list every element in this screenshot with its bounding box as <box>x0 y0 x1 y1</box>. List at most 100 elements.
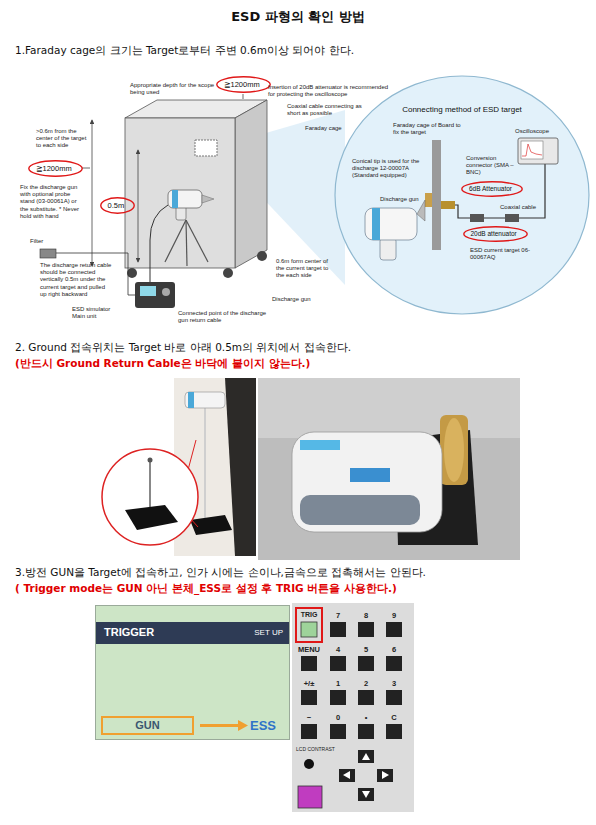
gun-badge <box>350 468 390 482</box>
waveform <box>522 144 542 156</box>
key <box>386 622 402 637</box>
trig-button-box: TRIG <box>295 607 323 643</box>
key-label: C <box>382 713 406 722</box>
target-disk <box>425 193 432 207</box>
key-label: 3 <box>382 679 406 688</box>
zoom-circle <box>102 449 198 545</box>
callout-label: Filter <box>30 238 43 245</box>
key <box>358 622 374 637</box>
stand-base <box>190 515 232 535</box>
arrow-key <box>358 750 374 763</box>
key-label: 7 <box>326 611 350 620</box>
red-ellipse <box>216 76 269 91</box>
gun-handle <box>380 238 396 260</box>
cage-side <box>235 100 267 268</box>
attenuator <box>470 214 484 222</box>
wheel <box>223 268 233 278</box>
arrow-glyph <box>382 771 389 779</box>
red-ellipse-callout: 0.5m <box>100 197 135 214</box>
option-text: ESS <box>250 718 276 734</box>
arrow-key <box>339 769 355 782</box>
scope-screen <box>521 141 543 159</box>
key <box>358 724 374 739</box>
gun-band <box>172 190 178 208</box>
key <box>330 690 346 705</box>
callout-text: ≧1200mm <box>216 76 271 93</box>
callout-label: Oscilloscope <box>515 128 549 135</box>
conversion-connector <box>441 201 455 209</box>
gun-option-box: GUN <box>101 716 194 735</box>
tripod-leg <box>165 220 186 262</box>
red-ellipse <box>462 182 522 196</box>
callout-text: ≧1200mm <box>28 160 83 177</box>
arrow-glyph <box>343 771 350 779</box>
brass-face <box>444 418 464 482</box>
gun-tip <box>202 195 214 203</box>
key <box>301 724 317 739</box>
instruction-text: (반드시 Ground Return Cable은 바닥에 붙이지 않는다.) <box>15 357 310 370</box>
ground-post <box>149 460 151 512</box>
inset-ellipse <box>335 76 589 314</box>
key-label: +/± <box>297 679 321 688</box>
callout-label: Discharge gun <box>380 196 419 203</box>
instruction-text: ( Trigger mode는 GUN 아닌 본체_ESS로 설정 후 TRIG… <box>15 582 397 595</box>
key <box>301 656 317 671</box>
orange-arrow-shaft <box>200 724 239 727</box>
key-label: 4 <box>326 645 350 654</box>
key-label: 9 <box>382 611 406 620</box>
dimension-line <box>138 150 139 262</box>
dimension-line <box>92 120 93 266</box>
key <box>330 724 346 739</box>
red-ellipse-callout: 6dB Attenuator <box>461 181 523 197</box>
callout-text: 6dB Attenuator <box>461 181 523 197</box>
callout-label: Conical tip is used for the discharge 12… <box>352 158 430 180</box>
red-ellipse-callout: 20dB attenuator <box>463 226 528 242</box>
inset-ground <box>335 76 589 314</box>
magenta-key <box>298 786 322 808</box>
key <box>301 690 317 705</box>
key <box>330 656 346 671</box>
key <box>358 656 374 671</box>
red-ellipse-callout: ≧1200mm <box>216 76 271 93</box>
callout-label: ESD current target 06-00067AQ <box>470 247 532 261</box>
filter-box <box>40 249 56 258</box>
esd-simulator <box>135 282 175 308</box>
option-text: GUN <box>103 718 192 733</box>
gun-band <box>372 208 380 240</box>
key <box>386 656 402 671</box>
callout-label: Discharge gun <box>272 296 311 303</box>
callout-label: ESD simulator Main unit <box>72 306 122 320</box>
photo-plate <box>258 378 520 560</box>
arrow-key <box>377 769 393 782</box>
gun-photo <box>185 392 225 408</box>
key-label: − <box>297 713 321 722</box>
tripod-leg <box>186 220 208 262</box>
gun-grip <box>300 495 420 525</box>
callout-label: Appropriate depth for the scope being us… <box>130 82 218 96</box>
key-label: TRIG <box>297 609 321 619</box>
callout-label: Coaxial cable connecting as short as pos… <box>287 103 369 117</box>
keypad-panel <box>292 603 414 812</box>
photo-shine <box>258 378 520 438</box>
instruction-text: 2. Ground 접속위치는 Target 바로 아래 0.5m의 위치에서 … <box>15 341 351 354</box>
red-ellipse <box>463 227 526 241</box>
simulator-knob <box>162 288 170 296</box>
brass-target <box>440 415 468 485</box>
key-label: 8 <box>354 611 378 620</box>
arrow-key <box>358 788 374 801</box>
gun-photo <box>292 432 442 532</box>
key-label: 6 <box>382 645 406 654</box>
callout-label: 0.6m form center of the current target t… <box>276 258 338 280</box>
key-label: • <box>354 713 378 722</box>
oscilloscope <box>518 138 558 164</box>
key-label: MENU <box>297 645 321 654</box>
callout-label: >0.6m from the center of the target to e… <box>36 128 88 150</box>
screen-title: TRIGGER <box>104 625 154 640</box>
key-label: 5 <box>354 645 378 654</box>
ground-point <box>148 458 153 463</box>
callout-text: 20dB attenuator <box>463 226 528 242</box>
callout-label: Insertion of 20dB attenuator is recommen… <box>268 84 396 98</box>
instruction-text: 1.Faraday cage의 크기는 Target로부터 주변 0.6m이상 … <box>15 44 354 57</box>
key-label: 2 <box>354 679 378 688</box>
